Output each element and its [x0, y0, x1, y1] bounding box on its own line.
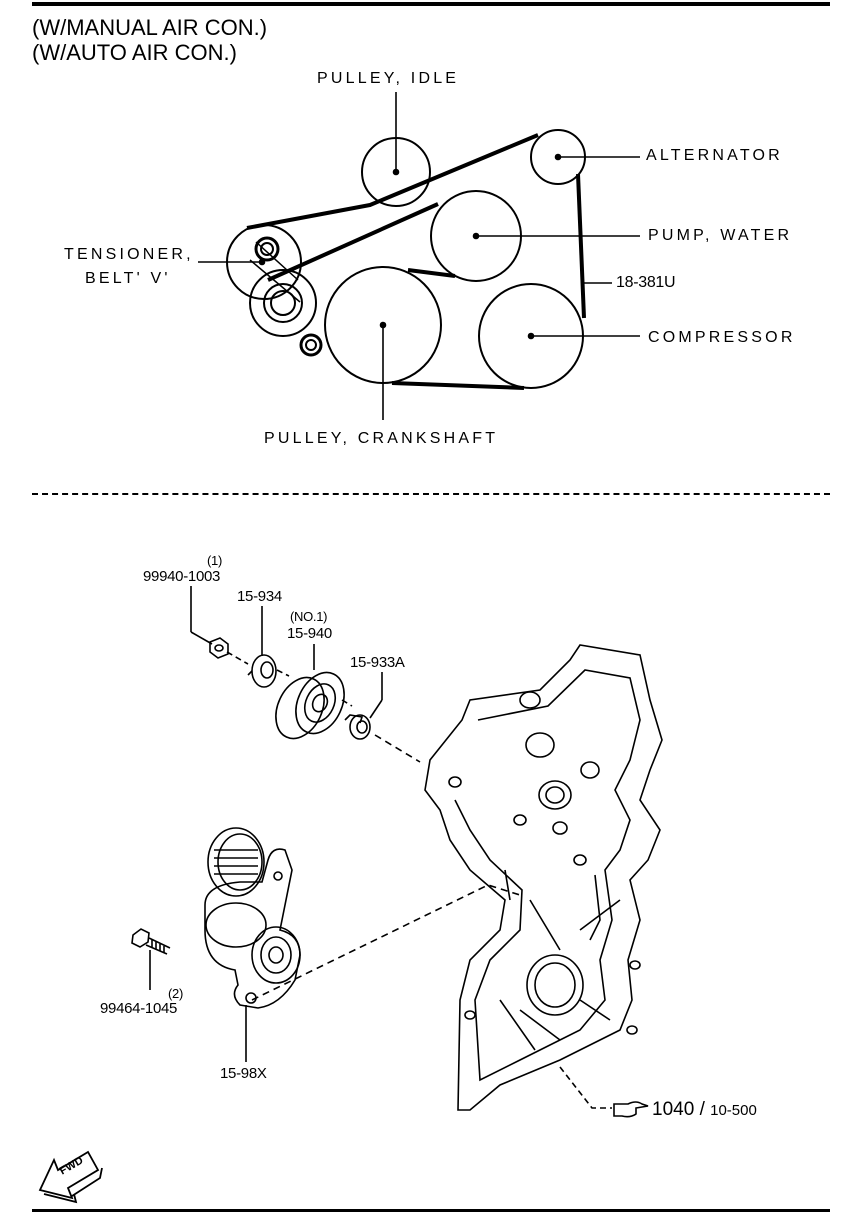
bottom-rule: [32, 1209, 830, 1212]
bolt-qty: (2): [168, 986, 183, 1001]
ref-sub: 10-500: [710, 1102, 757, 1119]
variant-title-auto: (W/AUTO AIR CON.): [32, 40, 237, 65]
label-tensioner-line2: BELT' V': [85, 270, 171, 287]
tensioner-inner-pulley: [249, 269, 317, 337]
label-crankshaft-pulley: PULLEY, CRANKSHAFT: [264, 430, 499, 447]
label-alternator: ALTERNATOR: [646, 147, 783, 164]
pointing-hand-icon: [613, 1101, 649, 1118]
belt-routing-diagram: [198, 92, 640, 420]
bolt-part-number: 99464-1045: [100, 1000, 178, 1017]
bush-part-number: 15-933A: [350, 654, 405, 671]
label-compressor: COMPRESSOR: [648, 329, 796, 346]
fwd-arrow-icon: [38, 1150, 103, 1204]
label-tensioner-line1: TENSIONER,: [64, 246, 194, 263]
nut-qty: (1): [207, 553, 222, 568]
idler-part-number: 15-940: [287, 625, 332, 642]
variant-title-manual: (W/MANUAL AIR CON.): [32, 15, 268, 40]
top-rule: [32, 2, 830, 6]
ref-main: 1040: [652, 1099, 695, 1120]
label-belt-part: 18-381U: [616, 274, 676, 291]
tensioner-part-number: 15-98X: [220, 1065, 267, 1082]
label-idle-pulley: PULLEY, IDLE: [317, 70, 460, 87]
idler-note: (NO.1): [290, 609, 328, 624]
cover-part-number: 15-934: [237, 588, 282, 605]
section-reference[interactable]: 1040 / 10-500: [652, 1100, 757, 1121]
nut-part-number: 99940-1003: [143, 568, 221, 585]
v-belt: [246, 133, 586, 390]
ref-sep: /: [699, 1099, 705, 1120]
section-divider: [32, 493, 830, 495]
label-water-pump: PUMP, WATER: [648, 227, 793, 244]
